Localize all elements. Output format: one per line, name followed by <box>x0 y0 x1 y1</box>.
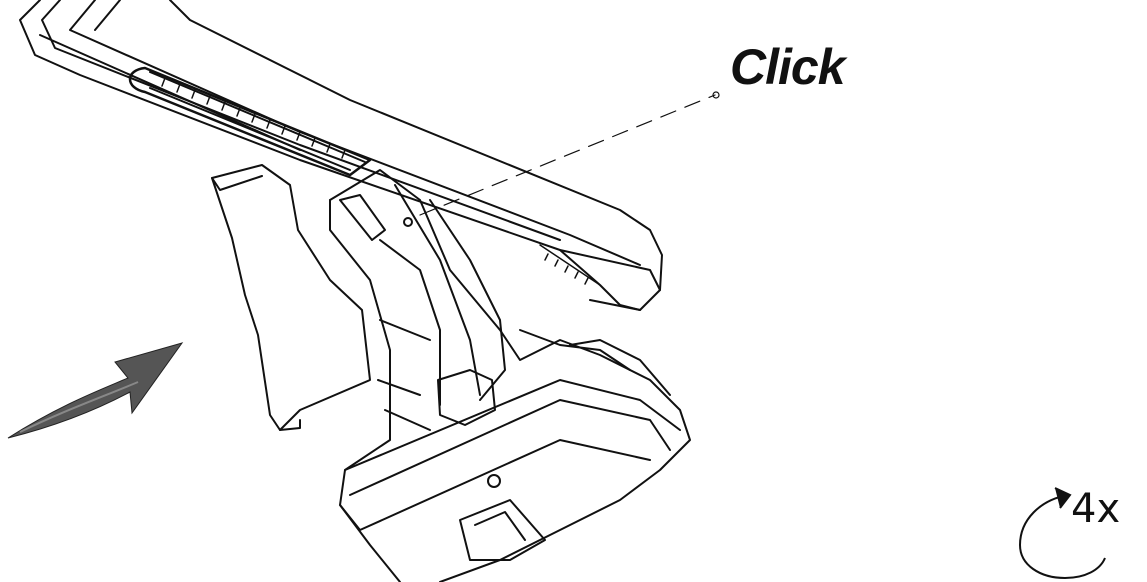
measure-slot <box>128 66 601 286</box>
foot-bracket <box>329 169 691 582</box>
repeat-count-label: 4x <box>1071 486 1121 532</box>
click-leader-line <box>419 91 720 216</box>
side-cover <box>211 164 371 431</box>
click-annotation: Click <box>730 39 846 95</box>
arrow-insert-icon <box>7 342 184 439</box>
roof-bar <box>19 0 663 311</box>
rotate-cw-icon <box>1018 487 1106 580</box>
